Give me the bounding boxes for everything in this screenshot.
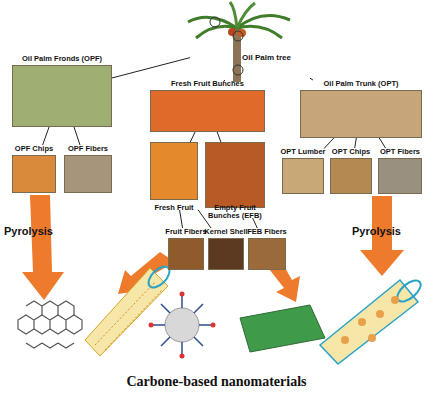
source-box: Oil Palm Trunk (OPT) <box>300 80 422 138</box>
material-photo <box>12 155 56 193</box>
connector-line <box>217 132 221 142</box>
node-label: Oil Palm Trunk (OPT) <box>294 80 428 88</box>
node-label: Fresh Fruit Bunches <box>144 80 271 88</box>
carbon-sheet <box>240 305 325 352</box>
node-label: Oil Palm tree <box>242 54 330 62</box>
connector-line <box>180 210 183 228</box>
connector-line <box>43 127 49 145</box>
material-box: FEB Fibers <box>248 228 286 270</box>
material-photo <box>208 238 244 270</box>
node-label: Oil Palm Fronds (OPF) <box>6 55 118 63</box>
material-photo <box>150 90 265 132</box>
node-label: Fruit Fibers <box>162 228 210 236</box>
connector-line <box>355 138 357 148</box>
carbon-nanotube <box>85 263 173 356</box>
material-photo <box>300 90 422 138</box>
node-label: OPF Chips <box>6 145 62 153</box>
node-label: OPT Fibers <box>372 148 428 156</box>
material-box: OPF Chips <box>12 145 56 193</box>
connector-line <box>190 132 195 142</box>
connector-line <box>74 127 80 145</box>
caption: Carbone-based nanomaterials <box>0 374 433 390</box>
graphene-sheet <box>18 301 82 348</box>
functionalized-particle <box>149 292 216 359</box>
material-box: OPT Chips <box>330 148 372 194</box>
material-photo <box>248 238 286 270</box>
material-box: Fresh Fruit <box>150 142 198 210</box>
process-arrow <box>22 195 64 300</box>
tree-node: Oil Palm tree <box>190 2 310 82</box>
node-label: Kernel Shell <box>202 228 250 236</box>
node-label: OPT Chips <box>324 148 378 156</box>
material-box: Fruit Fibers <box>168 228 204 270</box>
node-label: Fresh Fruit <box>144 204 204 212</box>
connector-line <box>112 58 190 78</box>
process-label: Pyrolysis <box>4 225 53 237</box>
material-box: OPT Lumber <box>282 148 324 194</box>
node-label: OPT Lumber <box>276 148 330 156</box>
node-label: Empty Fruit Bunches (EFB) <box>199 204 271 220</box>
process-label: Pyrolysis <box>352 225 401 237</box>
decorated-nanotube <box>320 277 424 364</box>
material-photo <box>378 158 422 194</box>
connector-line <box>310 78 313 80</box>
material-box: OPF Fibers <box>64 145 112 193</box>
material-photo <box>12 65 112 127</box>
material-box: Empty Fruit Bunches (EFB) <box>205 142 265 218</box>
node-label: OPF Fibers <box>58 145 118 153</box>
source-box: Fresh Fruit Bunches <box>150 80 265 132</box>
material-photo <box>282 158 324 194</box>
connector-line <box>379 138 385 148</box>
material-photo <box>205 142 265 208</box>
material-box: OPT Fibers <box>378 148 422 194</box>
node-label: FEB Fibers <box>242 228 292 236</box>
palm-tree <box>188 2 290 82</box>
material-photo <box>168 238 204 270</box>
material-photo <box>330 158 372 194</box>
connector-line <box>324 138 334 149</box>
material-photo <box>64 155 112 193</box>
source-box: Oil Palm Fronds (OPF) <box>12 55 112 127</box>
material-box: Kernel Shell <box>208 228 244 270</box>
material-photo <box>150 142 198 200</box>
